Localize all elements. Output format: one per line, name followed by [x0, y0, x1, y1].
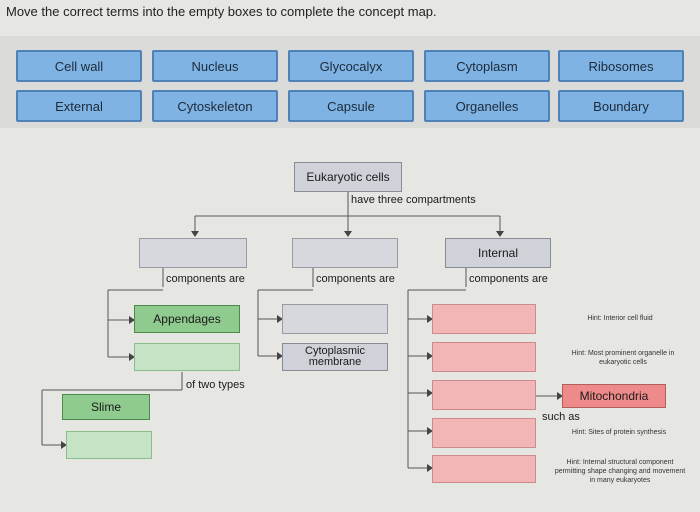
drop-zone-external[interactable]	[139, 238, 247, 268]
drop-zone-boundary[interactable]	[292, 238, 398, 268]
hint-interior-fluid: Hint: Interior cell fluid	[587, 315, 653, 322]
of-two-types-label: of two types	[186, 379, 245, 391]
hint-organelle-line1: Hint: Most prominent organelle in	[571, 350, 675, 357]
term-capsule[interactable]: Capsule	[288, 90, 414, 122]
components-are-label-1: components are	[166, 273, 245, 285]
such-as-label: such as	[542, 411, 580, 423]
term-nucleus[interactable]: Nucleus	[152, 50, 278, 82]
internal-box: Internal	[445, 238, 551, 268]
drop-zone-organelles[interactable]	[432, 380, 536, 410]
root-link-label: have three compartments	[351, 194, 476, 206]
drop-zone-glycocalyx[interactable]	[282, 304, 388, 334]
cytoplasmic-membrane-line2: membrane	[308, 356, 362, 368]
cytoplasmic-membrane-box: Cytoplasmic membrane	[282, 343, 388, 371]
term-organelles[interactable]: Organelles	[424, 90, 550, 122]
term-boundary[interactable]: Boundary	[558, 90, 684, 122]
term-cell-wall[interactable]: Cell wall	[16, 50, 142, 82]
hint-organelle-line2: eukaryotic cells	[599, 359, 647, 366]
term-bank: Cell wall Nucleus Glycocalyx Cytoplasm R…	[0, 36, 700, 128]
hint-cytoskeleton-line1: Hint: Internal structural component	[566, 459, 674, 466]
cytoplasmic-membrane-line1: Cytoplasmic	[305, 345, 365, 357]
drop-zone-cytoskeleton[interactable]	[432, 455, 536, 483]
hint-organelle: Hint: Most prominent organelle in eukary…	[556, 349, 690, 367]
term-external[interactable]: External	[16, 90, 142, 122]
appendages-box: Appendages	[134, 305, 240, 333]
drop-zone-cytoplasm[interactable]	[432, 304, 536, 334]
hint-cytoskeleton-line3: in many eukaryotes	[589, 477, 651, 484]
slime-box: Slime	[62, 394, 150, 420]
hint-ribosome: Hint: Sites of protein synthesis	[571, 429, 667, 436]
term-ribosomes[interactable]: Ribosomes	[558, 50, 684, 82]
drop-zone-nucleus[interactable]	[432, 342, 536, 372]
term-glycocalyx[interactable]: Glycocalyx	[288, 50, 414, 82]
instructions: Move the correct terms into the empty bo…	[6, 4, 437, 19]
components-are-label-3: components are	[469, 273, 548, 285]
root-eukaryotic-cells: Eukaryotic cells	[294, 162, 402, 192]
hint-cytoskeleton-line2: permitting shape changing and movement	[554, 468, 686, 475]
drop-zone-capsule[interactable]	[66, 431, 152, 459]
term-cytoplasm[interactable]: Cytoplasm	[424, 50, 550, 82]
drop-zone-ribosomes[interactable]	[432, 418, 536, 448]
drop-zone-cell-wall[interactable]	[134, 343, 240, 371]
mitochondria-box: Mitochondria	[562, 384, 666, 408]
hint-cytoskeleton: Hint: Internal structural component perm…	[540, 458, 700, 485]
term-cytoskeleton[interactable]: Cytoskeleton	[152, 90, 278, 122]
components-are-label-2: components are	[316, 273, 395, 285]
